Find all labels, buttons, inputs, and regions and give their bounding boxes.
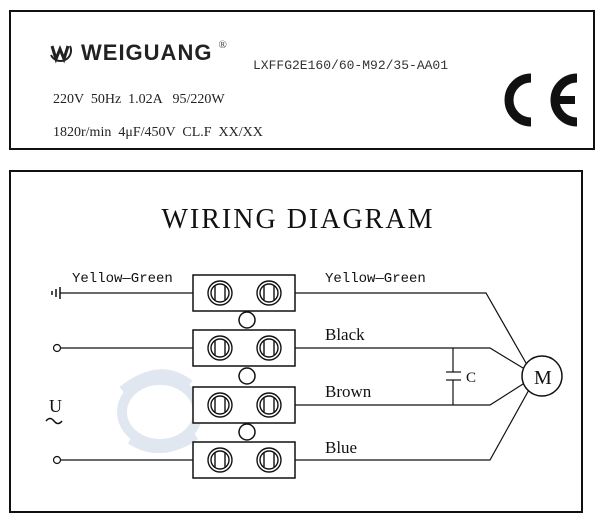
- supply-wires: [60, 292, 193, 461]
- line-terminal: [52, 343, 62, 353]
- ac-tilde-icon: [45, 417, 63, 425]
- registered-mark: ®: [218, 39, 227, 51]
- brand-logo: WEIGUANG ®: [49, 39, 227, 66]
- ground-icon: [51, 287, 61, 299]
- right-wire-label-blue: Blue: [325, 438, 357, 457]
- nameplate-label: WEIGUANG ® LXFFG2E160/60-M92/35-AA01 220…: [9, 10, 595, 150]
- right-wire-label-yellow-green: Yellow—Green: [325, 271, 426, 287]
- motor-label: M: [534, 367, 552, 389]
- left-wire-label: Yellow—Green: [72, 271, 173, 287]
- motor-spec: 1820r/min 4μF/450V CL.F XX/XX: [53, 125, 263, 140]
- diagram-title: WIRING DIAGRAM: [161, 204, 435, 235]
- wiring-diagram-frame: WIRING DIAGRAM: [9, 170, 583, 513]
- right-wire-label-brown: Brown: [325, 382, 372, 401]
- right-wire-label-black: Black: [325, 325, 365, 344]
- terminal-block: [192, 274, 296, 479]
- motor-symbol: [521, 355, 563, 397]
- weiguang-logo-icon: [50, 44, 72, 64]
- ce-mark-icon: [504, 73, 578, 127]
- supply-symbol-label: U: [49, 396, 62, 416]
- neutral-terminal: [52, 455, 62, 465]
- capacitor-label: C: [466, 370, 476, 386]
- electrical-spec: 220V 50Hz 1.02A 95/220W: [53, 92, 225, 107]
- brand-name: WEIGUANG: [81, 40, 213, 65]
- fan-watermark-icon: [117, 369, 203, 454]
- motor-wires: [295, 292, 531, 461]
- model-number: LXFFG2E160/60-M92/35-AA01: [253, 58, 449, 73]
- terminal-screws: [207, 280, 282, 473]
